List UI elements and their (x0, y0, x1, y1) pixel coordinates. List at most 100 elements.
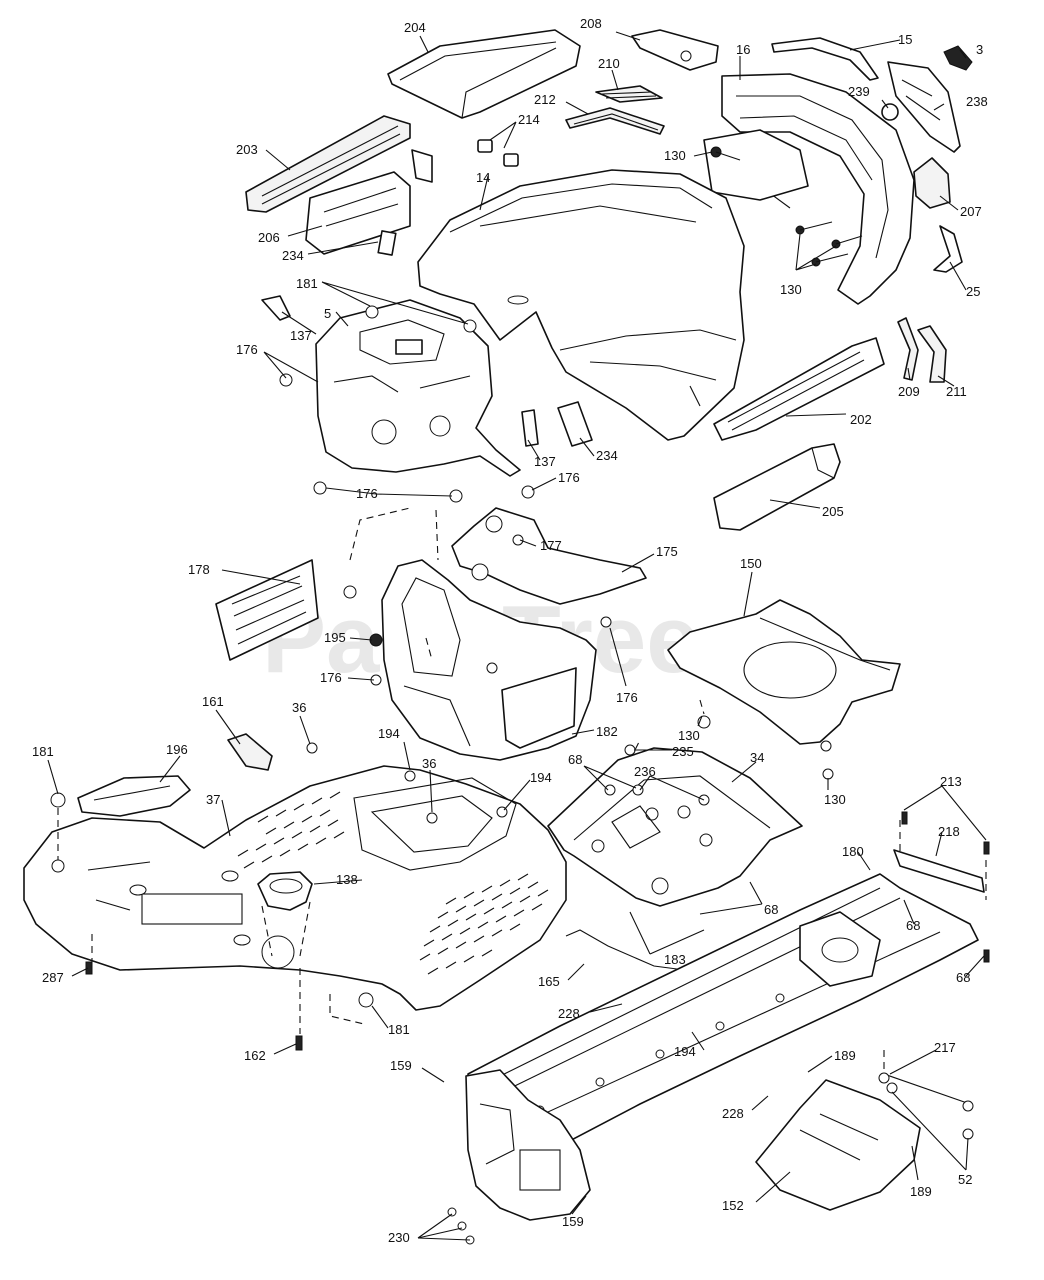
part-5-dash (315, 299, 521, 477)
callout-208[interactable]: 208 (580, 16, 602, 31)
callout-239[interactable]: 239 (848, 84, 870, 99)
callout-178[interactable]: 178 (188, 562, 210, 577)
callout-176-right[interactable]: 176 (558, 470, 580, 485)
part-14-hood (417, 169, 745, 441)
callout-228-lower[interactable]: 228 (722, 1106, 744, 1121)
callout-181-lower[interactable]: 181 (388, 1022, 410, 1037)
callout-287[interactable]: 287 (42, 970, 64, 985)
callout-202[interactable]: 202 (850, 412, 872, 427)
part-234-clip (377, 230, 397, 256)
callout-234-mid[interactable]: 234 (596, 448, 618, 463)
callout-161[interactable]: 161 (202, 694, 224, 709)
callout-212[interactable]: 212 (534, 92, 556, 107)
part-214-clips (477, 139, 519, 167)
callout-130-lower[interactable]: 130 (678, 728, 700, 743)
part-205-air-duct (713, 443, 841, 531)
callout-205[interactable]: 205 (822, 504, 844, 519)
callout-36-upper[interactable]: 36 (292, 700, 306, 715)
callout-207[interactable]: 207 (960, 204, 982, 219)
callout-175[interactable]: 175 (656, 544, 678, 559)
callout-68-lower[interactable]: 68 (956, 970, 970, 985)
callout-16[interactable]: 16 (736, 42, 750, 57)
callout-15[interactable]: 15 (898, 32, 912, 47)
callout-228-upper[interactable]: 228 (558, 1006, 580, 1021)
callout-37[interactable]: 37 (206, 792, 220, 807)
callout-138[interactable]: 138 (336, 872, 358, 887)
part-207-latch (913, 157, 951, 209)
callout-68-plate[interactable]: 68 (764, 902, 778, 917)
callout-130-pan[interactable]: 130 (824, 792, 846, 807)
callout-206[interactable]: 206 (258, 230, 280, 245)
callout-235[interactable]: 235 (672, 744, 694, 759)
callout-238[interactable]: 238 (966, 94, 988, 109)
callout-130-upper[interactable]: 130 (664, 148, 686, 163)
callout-176-lower-right[interactable]: 176 (616, 690, 638, 705)
callout-130-right[interactable]: 130 (780, 282, 802, 297)
callout-182[interactable]: 182 (596, 724, 618, 739)
callout-210[interactable]: 210 (598, 56, 620, 71)
callout-25[interactable]: 25 (966, 284, 980, 299)
callout-214[interactable]: 214 (518, 112, 540, 127)
callout-137-upper[interactable]: 137 (290, 328, 312, 343)
part-3-clip (943, 45, 973, 71)
callout-177[interactable]: 177 (540, 538, 562, 553)
callout-213[interactable]: 213 (940, 774, 962, 789)
callout-137-mid[interactable]: 137 (534, 454, 556, 469)
callout-195[interactable]: 195 (324, 630, 346, 645)
callout-189-lower[interactable]: 189 (910, 1184, 932, 1199)
callout-181-left[interactable]: 181 (32, 744, 54, 759)
callout-165[interactable]: 165 (538, 974, 560, 989)
callout-162[interactable]: 162 (244, 1048, 266, 1063)
callout-176-center[interactable]: 176 (356, 486, 378, 501)
part-130-bolt-pan (822, 768, 834, 780)
callout-230[interactable]: 230 (388, 1230, 410, 1245)
callout-209[interactable]: 209 (898, 384, 920, 399)
callout-180[interactable]: 180 (842, 844, 864, 859)
callout-14[interactable]: 14 (476, 170, 490, 185)
callout-211[interactable]: 211 (946, 384, 967, 399)
callout-159-lower[interactable]: 159 (562, 1214, 584, 1229)
callout-34[interactable]: 34 (750, 750, 764, 765)
callout-189-upper[interactable]: 189 (834, 1048, 856, 1063)
part-196-pad (77, 775, 191, 817)
part-234-clip-mid (557, 401, 593, 447)
callout-183[interactable]: 183 (664, 952, 686, 967)
part-152-shield (755, 1079, 921, 1211)
part-202-lower-grille (713, 337, 885, 441)
part-165-rod (565, 929, 701, 973)
callout-152[interactable]: 152 (722, 1198, 744, 1213)
callout-68-upper[interactable]: 68 (568, 752, 582, 767)
part-137-clip-top (261, 295, 291, 321)
part-235-236-hardware (604, 744, 710, 806)
callout-194-mid[interactable]: 194 (530, 770, 552, 785)
callout-labels: 204 208 16 15 3 210 212 214 239 238 203 … (32, 16, 988, 1245)
callout-203[interactable]: 203 (236, 142, 258, 157)
part-16-fender (703, 73, 915, 305)
callout-159-left[interactable]: 159 (390, 1058, 412, 1073)
callout-181-top[interactable]: 181 (296, 276, 318, 291)
callout-150[interactable]: 150 (740, 556, 762, 571)
callout-176-lower-left[interactable]: 176 (320, 670, 342, 685)
callout-194-lower[interactable]: 194 (674, 1044, 696, 1059)
callout-196[interactable]: 196 (166, 742, 188, 757)
part-218-bar (893, 849, 985, 893)
callout-194-upper[interactable]: 194 (378, 726, 400, 741)
part-25-bracket (933, 225, 963, 273)
part-175-bracket (451, 507, 647, 605)
callout-68-right[interactable]: 68 (906, 918, 920, 933)
callout-5[interactable]: 5 (324, 306, 331, 321)
callout-3[interactable]: 3 (976, 42, 983, 57)
callout-36-mid[interactable]: 36 (422, 756, 436, 771)
part-182-front-panel (381, 559, 597, 761)
callout-217[interactable]: 217 (934, 1040, 956, 1055)
part-208-hinge (631, 29, 719, 71)
callout-52[interactable]: 52 (958, 1172, 972, 1187)
callout-204[interactable]: 204 (404, 20, 426, 35)
part-34-plate (547, 747, 803, 907)
callout-176-left[interactable]: 176 (236, 342, 258, 357)
callout-234-upper[interactable]: 234 (282, 248, 304, 263)
callout-218[interactable]: 218 (938, 824, 960, 839)
part-230-bolts (447, 1207, 475, 1245)
callout-236[interactable]: 236 (634, 764, 656, 779)
